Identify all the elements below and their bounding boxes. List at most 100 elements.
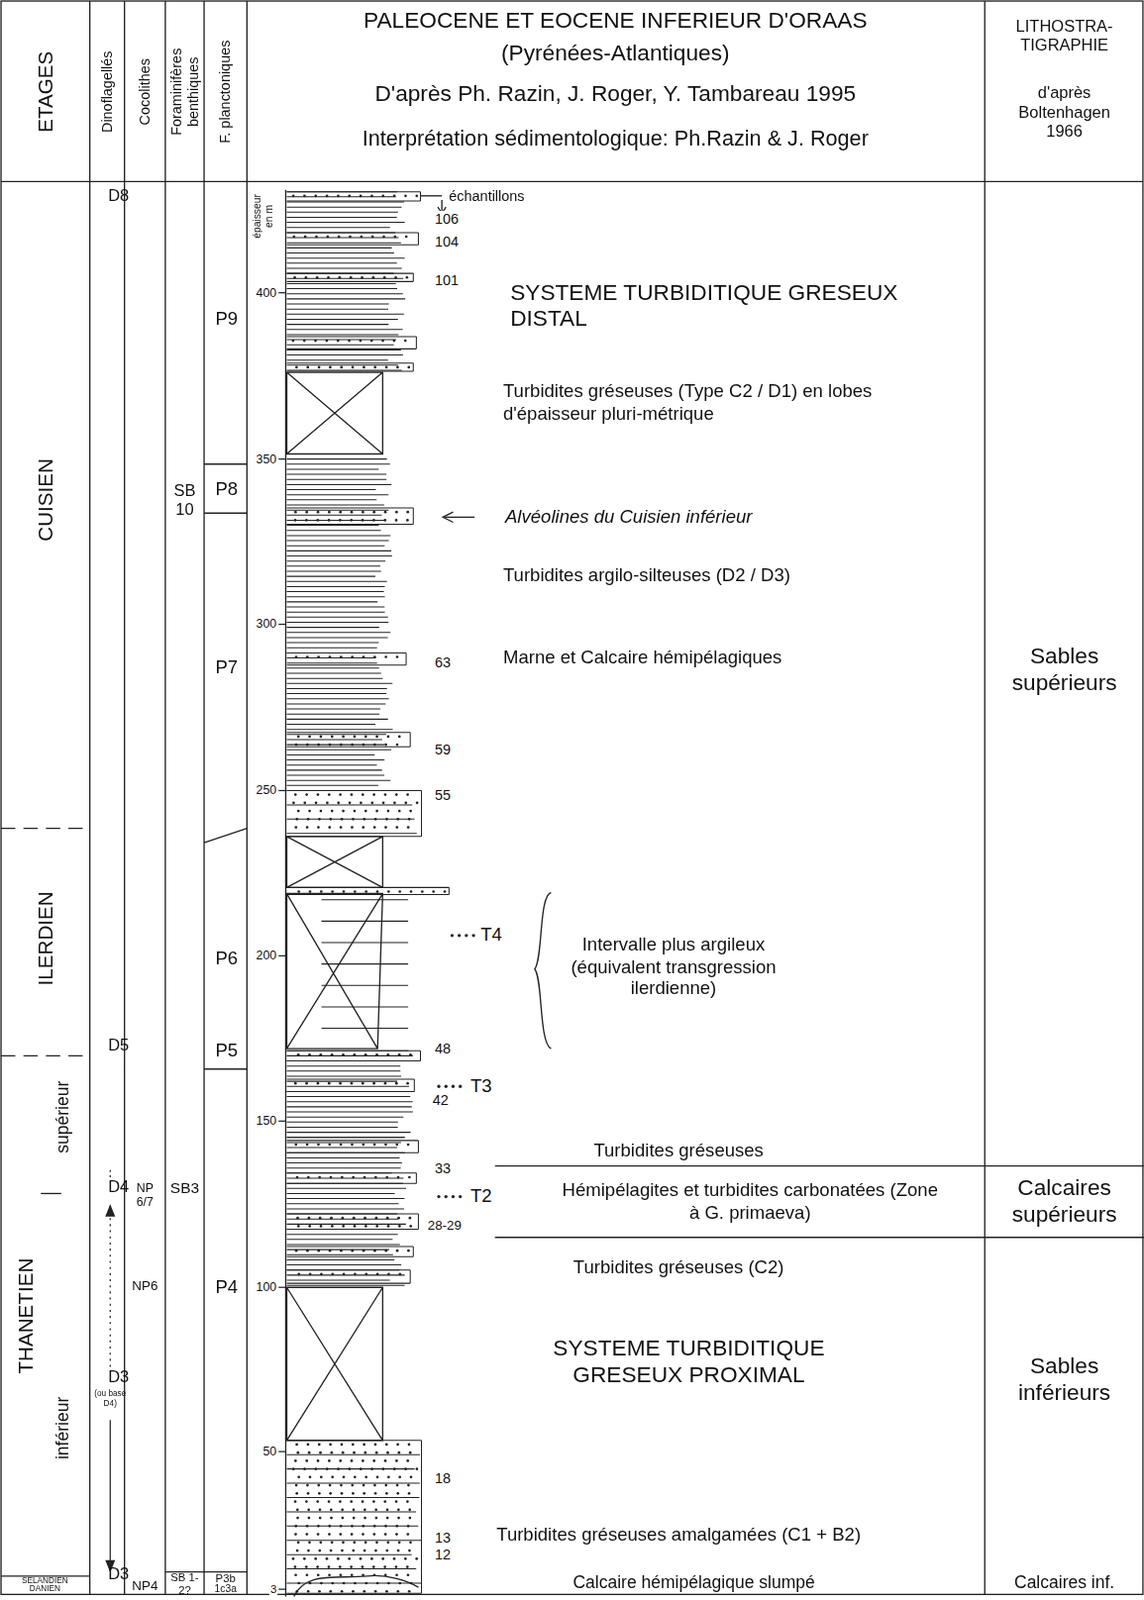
facies-note: Marne et Calcaire hémipélagiques — [503, 646, 782, 669]
sand-dot — [294, 1500, 298, 1504]
bed-line — [287, 1162, 403, 1164]
sand-dot — [294, 511, 298, 515]
sand-dot — [296, 1517, 300, 1521]
sand-dot — [384, 1573, 388, 1577]
sand-dot — [397, 1517, 401, 1521]
sand-dot — [363, 1509, 367, 1513]
sand-dot — [327, 1082, 331, 1086]
bed-line — [287, 288, 398, 290]
sand-dot — [361, 1500, 365, 1504]
sand-dot — [405, 235, 409, 239]
sand-dot — [294, 1533, 298, 1537]
sand-dot — [384, 1533, 388, 1537]
sand-dot — [383, 1500, 387, 1504]
sand-dot — [318, 1509, 322, 1513]
bed-line — [417, 1214, 419, 1230]
bed-line — [287, 586, 386, 588]
sand-dot — [404, 194, 408, 198]
bed-line — [287, 335, 417, 337]
bed-line — [287, 596, 386, 598]
system-title: SYSTEME TURBIDITIQUE GRESEUX DISTAL — [510, 279, 899, 333]
bed-line — [287, 1193, 396, 1195]
sand-dot — [353, 810, 357, 814]
sand-dot — [384, 826, 388, 830]
bed-line — [287, 664, 408, 666]
bed-line — [287, 1497, 420, 1499]
sand-dot — [385, 366, 389, 370]
bed-line — [287, 733, 387, 735]
sand-dot — [395, 1573, 399, 1577]
bed-line — [287, 1070, 402, 1072]
sand-dot — [349, 276, 353, 280]
sand-dot — [305, 1565, 309, 1569]
bed-line — [287, 499, 378, 501]
sand-dot — [325, 1467, 329, 1471]
sand-dot — [372, 519, 376, 522]
bed-line — [414, 1079, 416, 1092]
zone-note: (ou base D4) — [92, 1389, 129, 1410]
bed-line — [287, 738, 383, 740]
sand-dot — [387, 890, 391, 894]
bed-line — [287, 1214, 419, 1216]
sand-dot — [396, 1590, 400, 1594]
bed-line — [287, 887, 450, 889]
sand-dot — [364, 735, 368, 739]
sand-dot — [382, 235, 386, 239]
sand-dot — [317, 1590, 321, 1594]
bed-line — [419, 192, 421, 202]
sand-dot — [342, 890, 346, 894]
sand-dot — [363, 1517, 367, 1521]
sand-dot — [336, 1558, 340, 1561]
sand-dot — [308, 1541, 312, 1545]
sand-dot — [375, 1225, 379, 1229]
sand-dot — [352, 1217, 356, 1221]
bed-line — [287, 333, 400, 335]
sand-dot — [330, 735, 334, 739]
sand-dot — [362, 1492, 366, 1496]
facies-note: Turbidites gréseuses (Type C2 / D1) en l… — [503, 381, 912, 425]
sand-dot — [407, 1525, 411, 1529]
bed-line — [287, 790, 422, 792]
bed-line — [287, 371, 415, 373]
bed-line — [287, 458, 388, 460]
bed-line — [420, 1441, 422, 1595]
bed-line — [321, 963, 410, 965]
sample-number: 101 — [433, 272, 460, 290]
bed-line — [321, 1006, 410, 1008]
bed-line — [287, 1247, 415, 1248]
sand-dot — [329, 1550, 333, 1554]
bed-line — [410, 732, 412, 747]
sand-dot — [328, 1484, 332, 1488]
sand-dot — [384, 511, 388, 515]
sand-dot — [294, 519, 298, 522]
bed-line — [287, 489, 377, 491]
bed-line — [321, 899, 410, 901]
depth-tick: 100 — [255, 1280, 279, 1296]
sand-dot — [293, 276, 297, 280]
sand-dot — [393, 339, 397, 343]
bed-line — [287, 1050, 421, 1052]
sand-dot — [396, 1484, 400, 1488]
sample-number: T2 — [469, 1185, 494, 1208]
sand-dot — [316, 1459, 320, 1463]
sand-dot — [325, 802, 329, 806]
tick-mark — [278, 1121, 286, 1123]
sand-dot — [395, 826, 399, 830]
sand-dot — [297, 1273, 301, 1277]
sand-dot — [376, 890, 380, 894]
bed-line — [287, 318, 399, 320]
stage-name: ILERDIEN — [32, 891, 58, 986]
sand-dot — [409, 1217, 413, 1221]
zone-label: SB 1-2? — [166, 1570, 204, 1598]
bed-line — [287, 1075, 402, 1077]
sand-dot — [305, 276, 309, 280]
sand-dot — [385, 1176, 389, 1180]
bed-line — [287, 581, 388, 583]
sand-dot — [393, 1467, 397, 1471]
sand-dot — [375, 1217, 379, 1221]
sand-dot — [350, 1459, 354, 1463]
sand-dot — [314, 235, 318, 239]
tick-mark — [278, 1287, 286, 1289]
sand-dot — [297, 1582, 301, 1586]
bed-line — [287, 785, 379, 787]
